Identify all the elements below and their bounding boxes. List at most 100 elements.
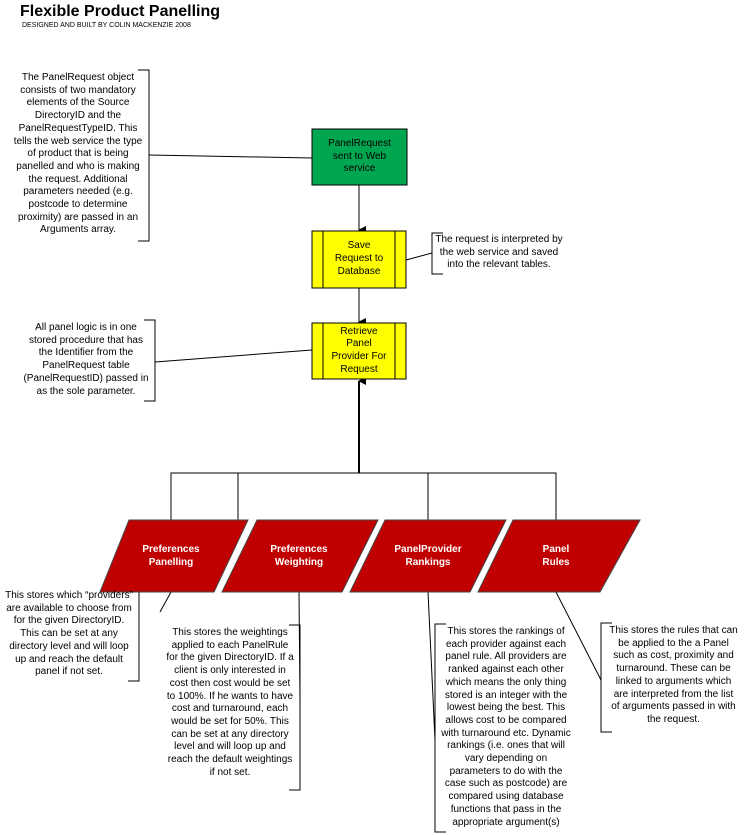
text-line: tells the web service the type xyxy=(13,135,143,147)
text-line: be applied to the a Panel xyxy=(618,637,729,649)
text-line: directory level and will loop xyxy=(9,640,129,652)
panelling-callout-line xyxy=(159,591,172,613)
text-line: Rankings xyxy=(405,556,451,568)
text-line: would be set for 50%. This xyxy=(171,715,289,727)
text-line: allows cost to be compared xyxy=(445,714,567,726)
text-line: (PanelRequestID) passed in xyxy=(23,372,149,384)
save-box-shape xyxy=(311,230,407,289)
text-line: with turnaround etc. Dynamic xyxy=(441,727,571,739)
request-callout-line xyxy=(148,154,313,159)
request-box-shape xyxy=(311,128,408,186)
text-line: appropriate argument(s) xyxy=(452,816,560,828)
text-line: Retrieve xyxy=(340,325,378,337)
text-line: each provider against each xyxy=(445,638,567,650)
text-line: into the relevant tables. xyxy=(447,259,551,271)
weighting-shape xyxy=(221,519,379,593)
text-line: Database xyxy=(337,265,381,277)
text-line: This can be set at any xyxy=(20,628,118,640)
text-line: are interpreted from the list xyxy=(613,688,734,700)
text-line: sent to Web xyxy=(332,150,387,162)
text-line: to 100%. If he wants to have xyxy=(166,690,294,702)
text-line: panel if not set. xyxy=(35,666,103,678)
diagram-title: Flexible Product Panelling xyxy=(20,3,221,20)
rankings-note-bracket xyxy=(434,623,446,833)
text-line: linked to arguments which xyxy=(615,675,732,687)
text-line: stored procedure that has xyxy=(29,334,143,346)
text-line: This stores the rankings of xyxy=(447,626,565,637)
text-line: DirectoryID and the xyxy=(34,110,122,122)
text-line: applied to each PanelRule xyxy=(171,639,289,651)
text-line: such as cost, proximity and xyxy=(613,650,734,662)
text-line: if not set. xyxy=(209,766,251,778)
text-line: are available to choose from xyxy=(6,602,132,614)
text-line: case such as postcode) are xyxy=(444,778,568,790)
text-line: stored is an integer with the xyxy=(444,689,568,701)
text-line: reach the default weightings xyxy=(167,754,293,766)
text-line: Preferences xyxy=(270,544,328,555)
text-line: PanelRequest table xyxy=(42,360,130,372)
text-line: the web service and saved xyxy=(439,246,559,258)
text-line: rankings (i.e. ones that will xyxy=(447,740,565,752)
text-line: vary depending on xyxy=(464,753,548,765)
text-line: Panelling xyxy=(148,556,194,568)
rules-note-bracket xyxy=(600,622,612,733)
text-line: service xyxy=(343,163,376,175)
text-line: Request to xyxy=(334,253,384,265)
text-line: PanelProvider xyxy=(394,544,462,555)
rankings-callout-line xyxy=(427,591,436,741)
text-line: proximity) are passed in an xyxy=(17,211,139,223)
rankings-shape xyxy=(349,519,507,593)
text-line: cost and turnaround, each xyxy=(171,703,289,715)
text-line: the request. xyxy=(647,713,700,725)
text-line: PanelRequestTypeID. This xyxy=(18,122,138,134)
text-line: consists of two mandatory xyxy=(20,84,136,96)
weighting-callout-line xyxy=(298,591,301,701)
text-line: functions that pass in the xyxy=(450,803,562,815)
text-line: Provider For xyxy=(331,351,387,362)
text-line: All panel logic is in one xyxy=(35,322,137,333)
rules-shape xyxy=(477,519,641,593)
text-line: level and will loop up and xyxy=(174,741,286,753)
panelling-shape xyxy=(99,519,249,593)
text-line: lowest being the best. This xyxy=(446,702,566,714)
rules-callout-line xyxy=(555,591,602,681)
text-line: Arguments array. xyxy=(40,224,116,236)
weighting-note-bracket xyxy=(289,624,301,791)
text-line: This stores which “providers” xyxy=(5,590,133,601)
text-line: PanelRequest xyxy=(328,137,391,149)
text-line: of arguments passed in with xyxy=(611,701,736,713)
branch-connector xyxy=(170,472,557,520)
retrieve-note-bracket xyxy=(144,319,156,402)
text-line: which means the only thing xyxy=(445,676,567,688)
text-line: Preferences xyxy=(142,544,200,555)
text-line: as the sole parameter. xyxy=(36,385,136,397)
text-line: elements of the Source xyxy=(26,97,130,109)
text-line: compared using database xyxy=(448,791,564,803)
text-line: Weighting xyxy=(274,556,324,568)
panelling-note: This stores which “providers”are availab… xyxy=(0,590,138,679)
text-line: parameters to do with the xyxy=(449,765,563,777)
text-line: ranked against each other xyxy=(448,664,564,676)
text-line: panelled and who is making xyxy=(16,160,140,172)
text-line: postcode to determine xyxy=(28,199,128,211)
text-line: This stores the rules that can xyxy=(609,625,738,636)
text-line: panel rule. All providers are xyxy=(445,651,567,663)
text-line: Save xyxy=(347,240,371,252)
text-line: for the given DirectoryID. If a xyxy=(166,652,294,664)
text-line: the Identifier from the xyxy=(38,347,134,359)
diagram-subtitle: DESIGNED AND BUILT BY COLIN MACKENZIE 20… xyxy=(22,22,191,29)
retrieve-box-shape xyxy=(311,322,407,380)
text-line: Request xyxy=(340,363,378,375)
text-line: Panel xyxy=(346,338,372,350)
